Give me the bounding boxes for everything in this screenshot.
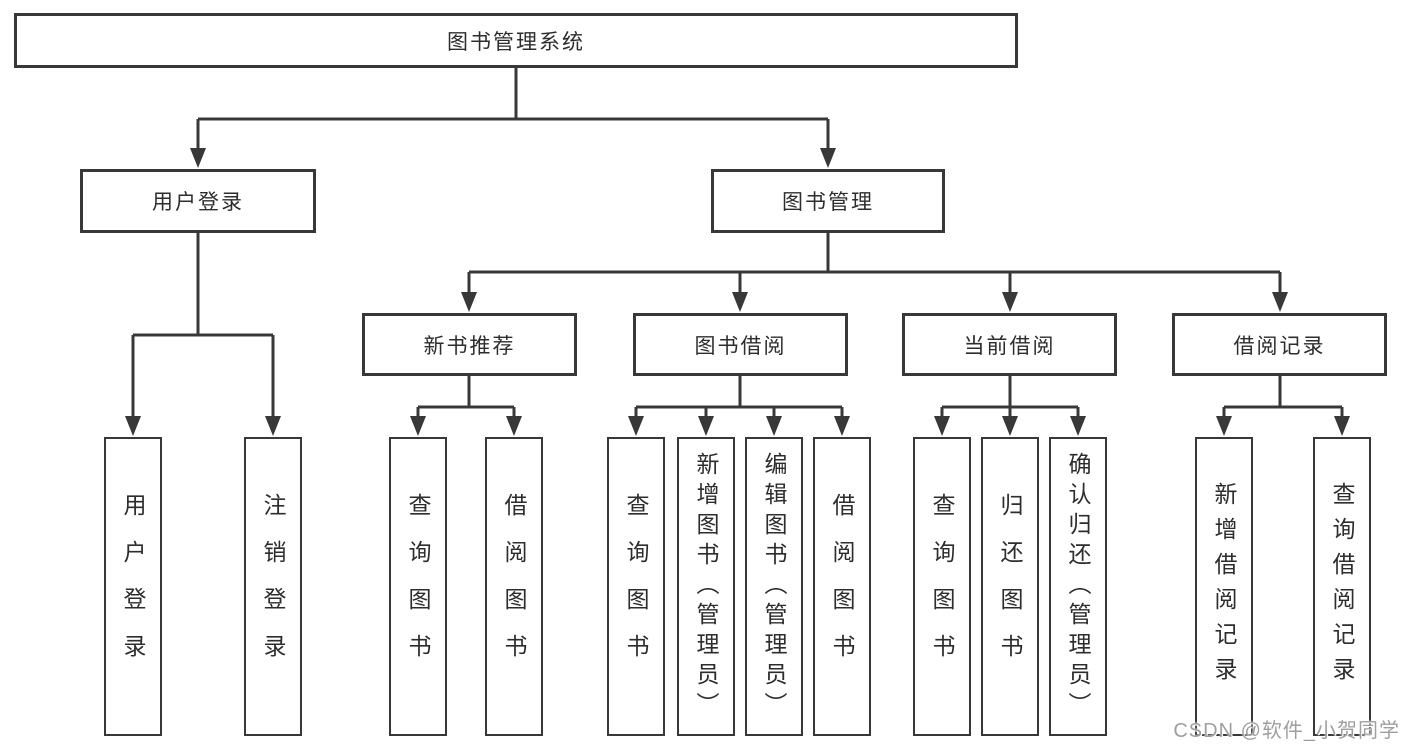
node-current-borrowing: 当前借阅 <box>902 313 1117 376</box>
leaf-recommend-borrow-books: 借阅图书 <box>485 437 543 736</box>
node-library-system: 图书管理系统 <box>14 13 1018 68</box>
leaf-current-confirm-return-admin: 确认归还（管理员） <box>1049 437 1107 736</box>
watermark: CSDN @软件_小贺同学 <box>1173 720 1400 742</box>
leaf-records-add-record: 新增借阅记录 <box>1195 437 1253 736</box>
node-book-management: 图书管理 <box>711 169 945 233</box>
node-new-book-recommendation: 新书推荐 <box>362 313 577 376</box>
node-user-login: 用户登录 <box>80 169 316 233</box>
leaf-recommend-query-books: 查询图书 <box>389 437 447 736</box>
node-borrowing-records: 借阅记录 <box>1172 313 1387 376</box>
leaf-borrow-query-books: 查询图书 <box>607 437 665 736</box>
leaf-records-query-record: 查询借阅记录 <box>1313 437 1371 736</box>
leaf-borrow-borrow-books: 借阅图书 <box>813 437 871 736</box>
leaf-user-login: 用户登录 <box>104 437 162 736</box>
leaf-borrow-add-books-admin: 新增图书（管理员） <box>677 437 735 736</box>
leaf-current-query-books: 查询图书 <box>913 437 971 736</box>
leaf-borrow-edit-books-admin: 编辑图书（管理员） <box>745 437 803 736</box>
node-book-borrowing: 图书借阅 <box>633 313 848 376</box>
leaf-current-return-books: 归还图书 <box>981 437 1039 736</box>
leaf-logout: 注销登录 <box>244 437 302 736</box>
